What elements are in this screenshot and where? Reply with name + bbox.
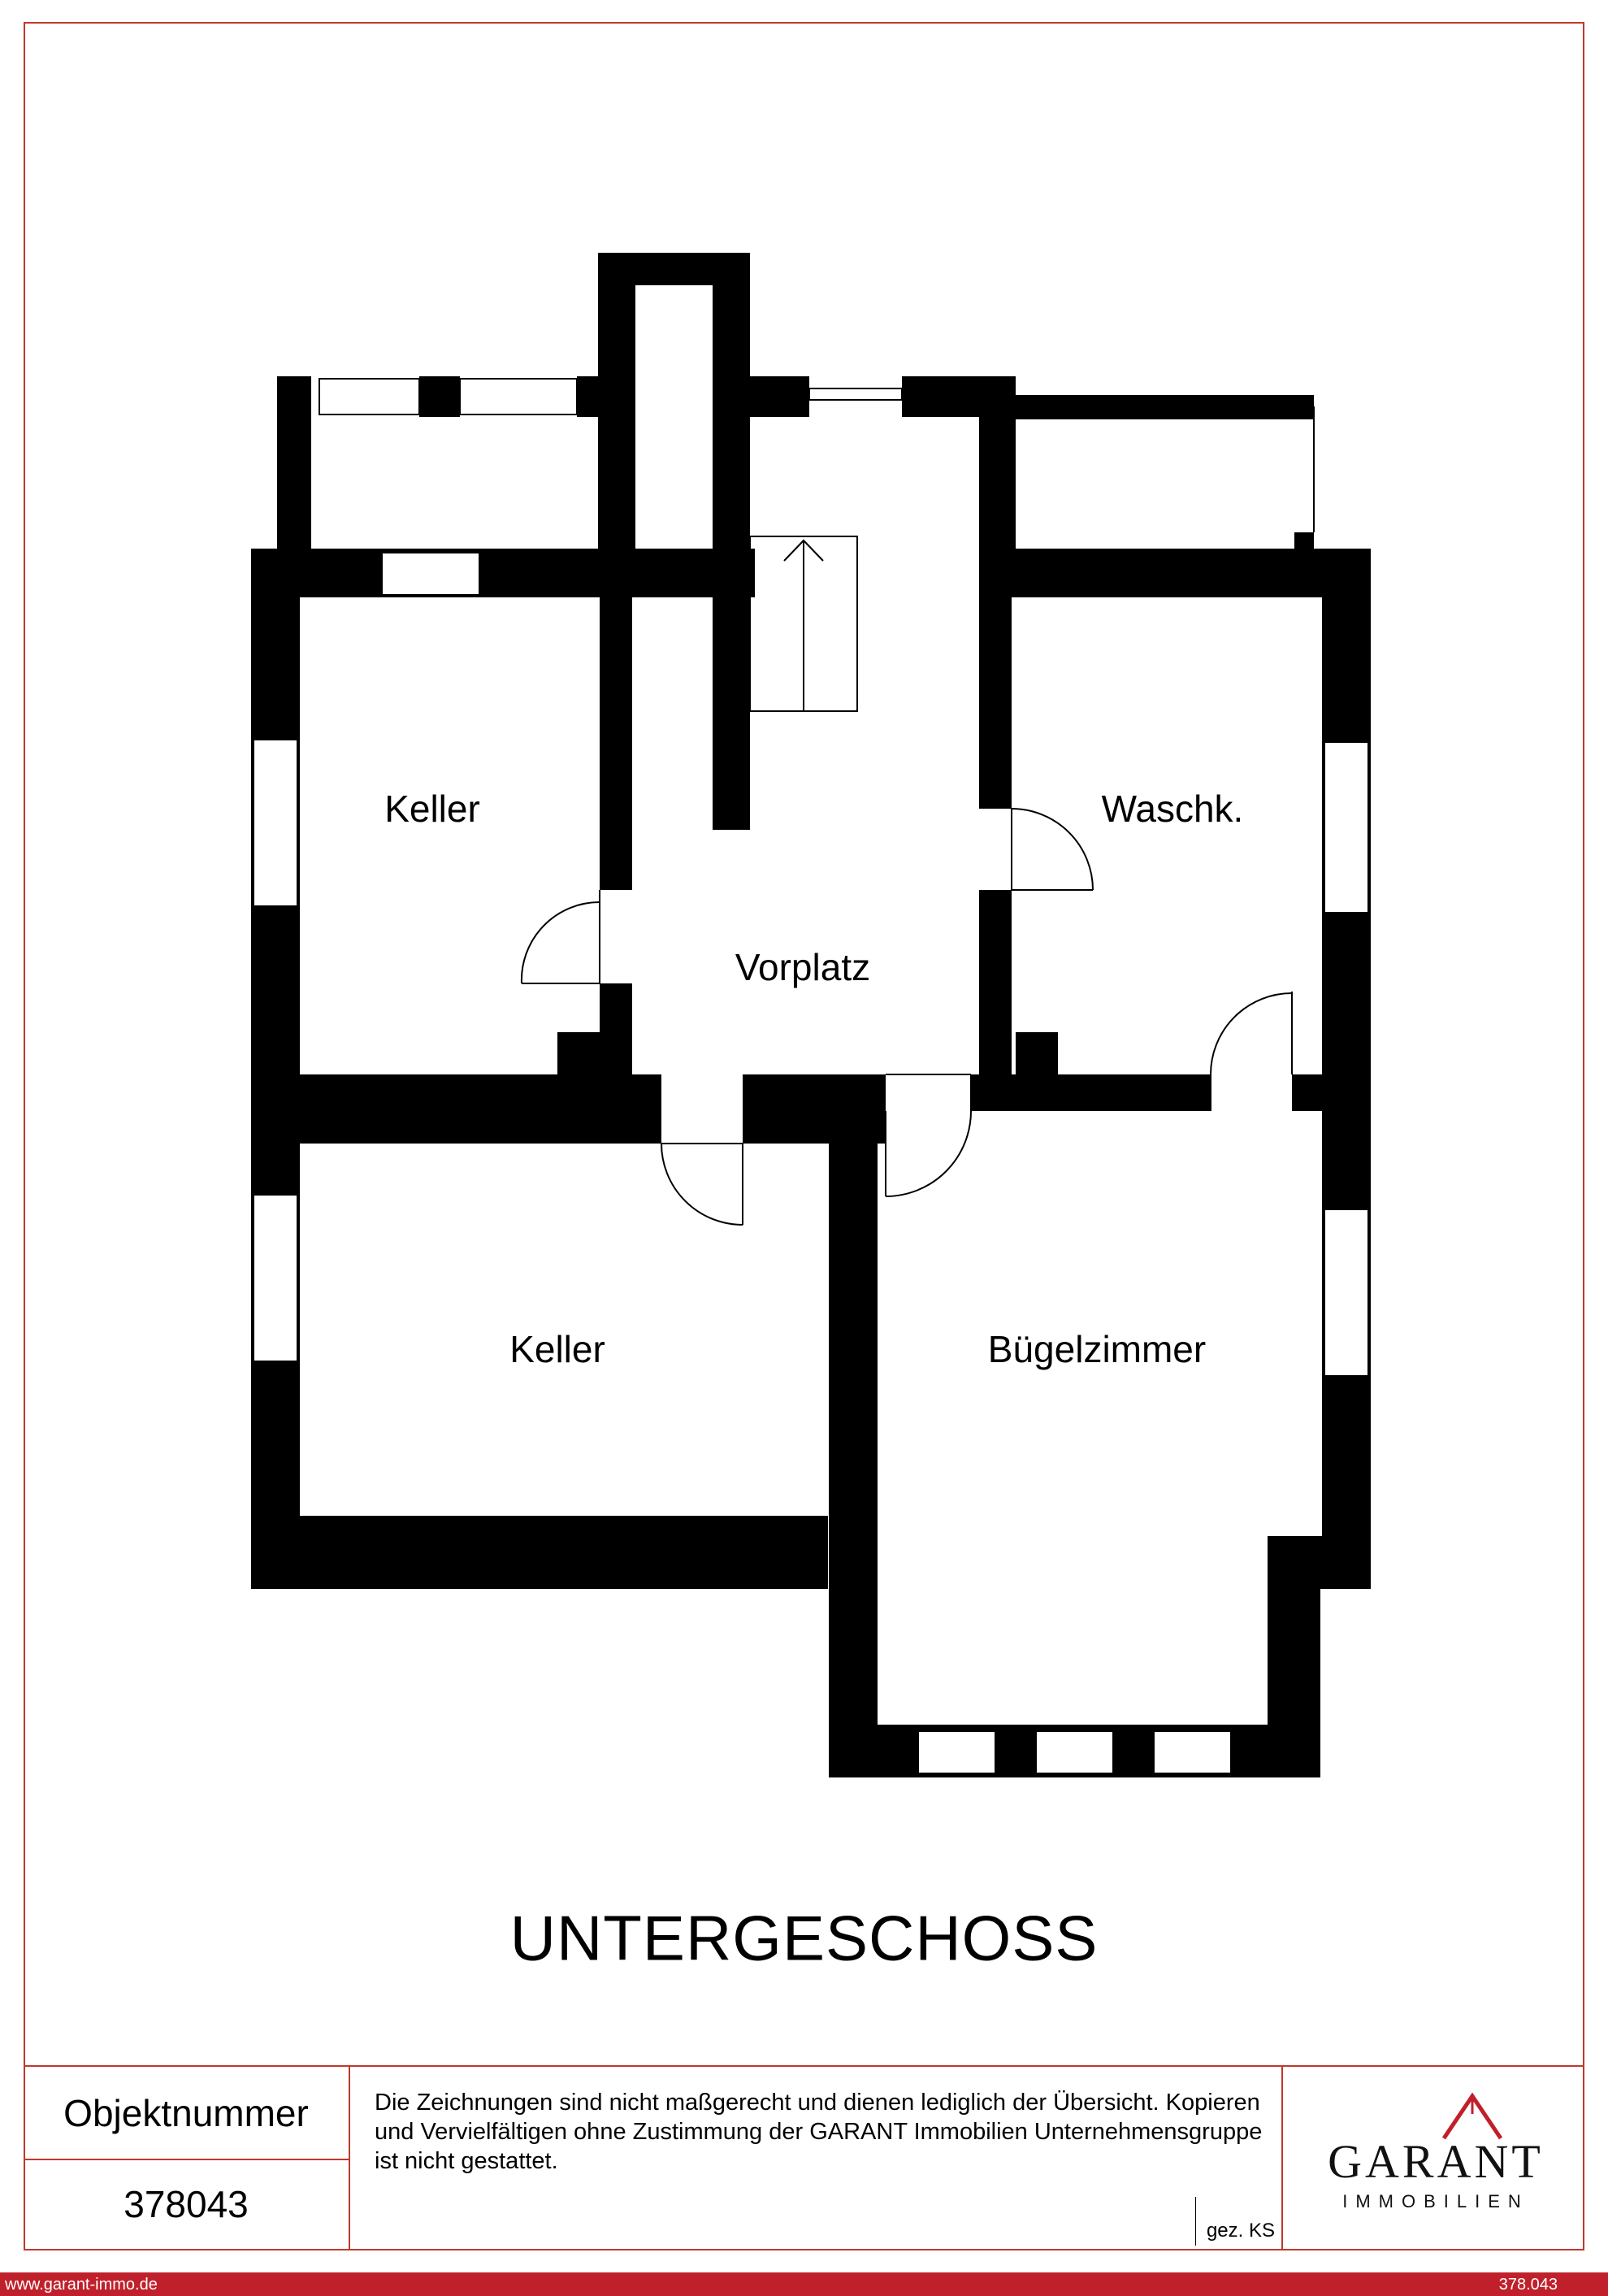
room-label-keller-1: Keller [384,788,480,830]
wall [979,549,1371,597]
logo-name: GARANT [1328,2135,1544,2188]
wall [750,376,809,417]
windows [253,378,1369,1774]
wall [1016,1032,1058,1074]
wall [979,597,1012,809]
disclaimer-box: Die Zeichnungen sind nicht maßgerecht un… [350,2067,1283,2249]
window [459,378,578,415]
window [1153,1730,1232,1774]
window [319,378,420,415]
room-label-waschk: Waschk. [1101,788,1244,830]
room-label-buegelzimmer: Bügelzimmer [987,1328,1207,1370]
wall [577,376,609,417]
roof-icon [1441,2092,1503,2140]
wall [251,1516,828,1589]
window [1324,1209,1369,1377]
object-number-value: 378043 [124,2182,249,2225]
signature-text: gez. KS [1206,2220,1275,2242]
window [381,552,480,596]
stairs [749,536,858,712]
garant-logo: GARANT IMMOBILIEN [1306,2090,1566,2220]
footer-reference: 378.043 [1498,2276,1558,2294]
signature-divider [1195,2197,1196,2246]
floor-title: UNTERGESCHOSS [509,1902,1099,1974]
window [1035,1730,1114,1774]
room-label-vorplatz: Vorplatz [735,946,871,988]
wall [829,1111,878,1777]
wall [251,549,300,1589]
room-label-keller-2: Keller [509,1328,605,1370]
wall [1322,549,1371,1589]
drawing-frame [24,22,1584,2250]
wall [557,1032,600,1074]
window [917,1730,996,1774]
annex-lines [984,406,1315,549]
wall [971,1074,1211,1111]
wall [600,983,632,1081]
footer-website-link[interactable]: www.garant-immo.de [5,2276,158,2294]
logo-box: GARANT IMMOBILIEN [1283,2067,1584,2249]
wall [277,376,311,551]
wall [1268,1536,1371,1589]
window [253,739,298,907]
object-number-box: Objektnummer 378043 [24,2067,350,2249]
disclaimer-text: Die Zeichnungen sind nicht maßgerecht un… [375,2090,1263,2174]
doors [520,808,1293,1226]
wall [979,890,1012,1081]
wall [713,253,750,830]
wall [300,1074,661,1144]
title-block: Objektnummer 378043 Die Zeichnungen sind… [24,2065,1584,2249]
wall [600,597,632,890]
footer-bar: www.garant-immo.de 378.043 [0,2272,1608,2296]
wall [878,1111,886,1127]
walls [251,253,1371,1777]
object-number-label: Objektnummer [24,2067,349,2160]
wall [251,549,755,597]
wall [419,376,460,417]
wall [1292,1074,1322,1111]
window [1324,741,1369,914]
wall [1016,395,1314,419]
window [253,1194,298,1362]
logo-subtitle: IMMOBILIEN [1342,2191,1529,2211]
window [808,388,903,401]
